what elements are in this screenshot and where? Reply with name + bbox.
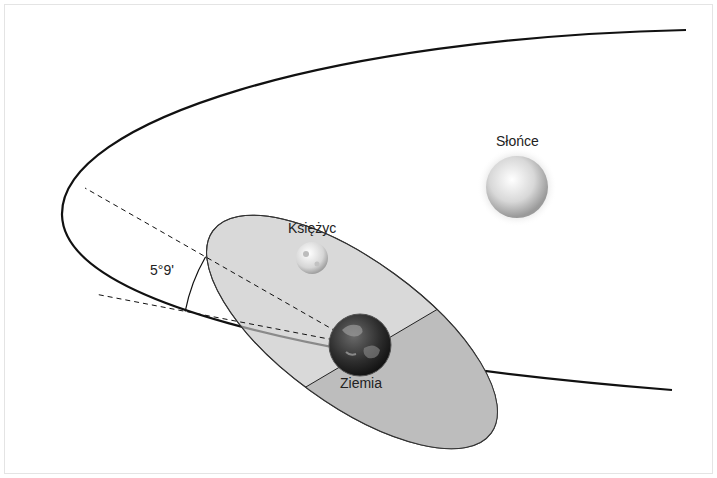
sun-label: Słońce <box>496 134 539 149</box>
moon-label: Księżyc <box>288 221 336 236</box>
earth-label: Ziemia <box>340 376 382 391</box>
angle-label: 5°9' <box>150 263 174 278</box>
